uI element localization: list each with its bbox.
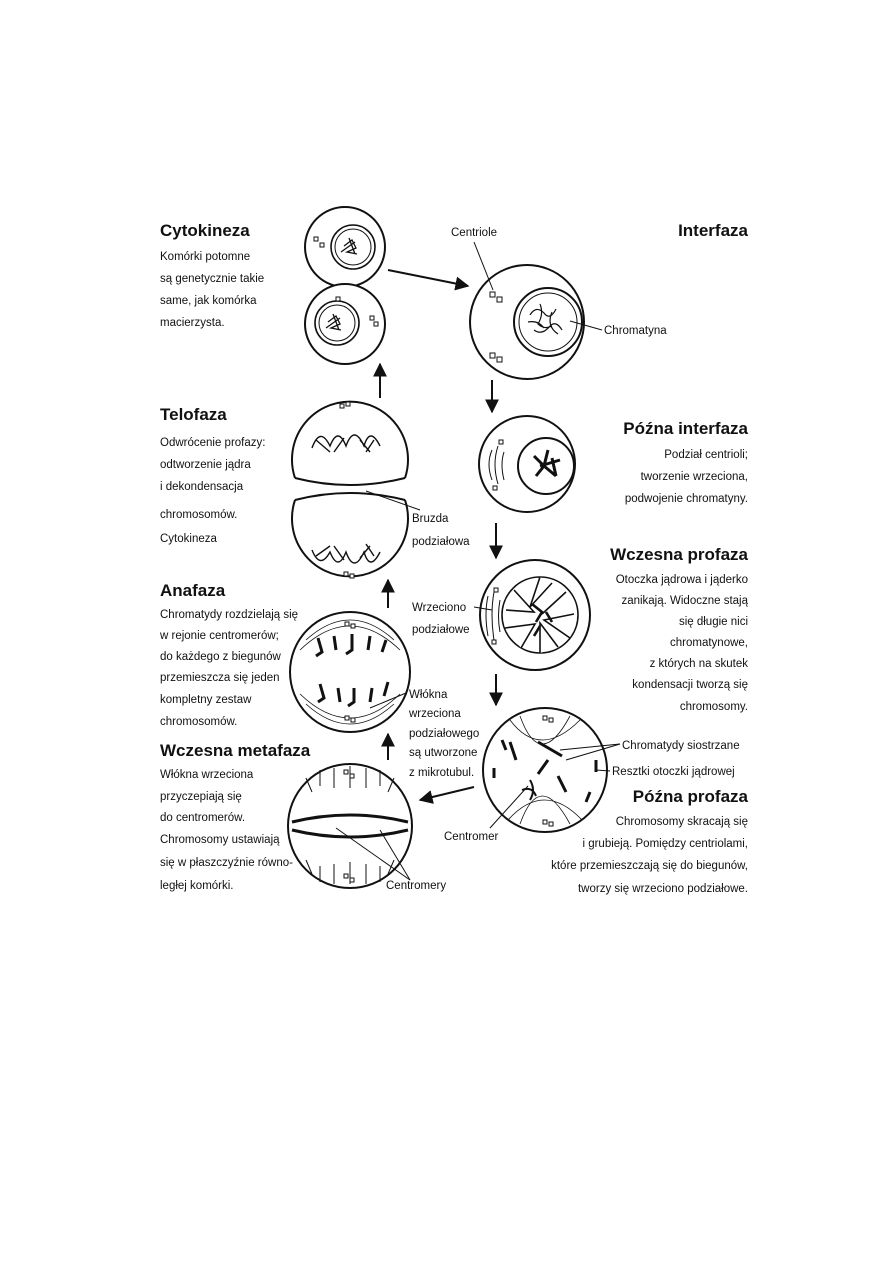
label-centriole: Centriole: [451, 227, 497, 239]
label-wrzeciono-1: Wrzeciono: [412, 602, 466, 614]
label-chromatydy: Chromatydy siostrzane: [622, 740, 740, 752]
wczesna-metafaza-title: Wczesna metafaza: [160, 741, 311, 760]
wczesna-metafaza-line-4: Chromosomy ustawiają: [160, 834, 280, 846]
label-bruzda-1: Bruzda: [412, 513, 449, 525]
telofaza-line-2: odtworzenie jądra: [160, 459, 251, 471]
pozna-profaza-block: Późna profaza Chromosomy skracają się i …: [551, 787, 748, 895]
cell-late-interphase: [478, 415, 576, 513]
cytokineza-block: Cytokineza Komórki potomne są genetyczni…: [160, 221, 264, 329]
wczesna-metafaza-line-6: ległej komórki.: [160, 880, 234, 892]
pozna-profaza-title: Późna profaza: [633, 787, 749, 806]
label-chromatyna: Chromatyna: [604, 325, 667, 337]
wczesna-metafaza-line-5: się w płaszczyźnie równo-: [160, 857, 293, 869]
arrow-late-prophase-to-metaphase: [418, 786, 475, 804]
cytokineza-line-2: są genetycznie takie: [160, 273, 264, 285]
label-centromer: Centromer: [444, 831, 498, 843]
wczesna-metafaza-line-3: do centromerów.: [160, 812, 245, 824]
label-resztki: Resztki otoczki jądrowej: [612, 766, 735, 778]
pozna-interfaza-line-2: tworzenie wrzeciona,: [641, 471, 748, 483]
wczesna-metafaza-block: Wczesna metafaza Włókna wrzeciona przycz…: [160, 741, 311, 892]
cell-telophase: [291, 400, 409, 579]
interfaza-block: Interfaza: [678, 221, 748, 240]
telofaza-line-3: i dekondensacja: [160, 481, 244, 493]
anafaza-line-5: kompletny zestaw: [160, 694, 252, 706]
cell-cytokinesis-top: [304, 206, 386, 288]
cytokineza-line-4: macierzysta.: [160, 317, 225, 329]
pozna-interfaza-line-1: Podział centrioli;: [664, 449, 748, 461]
label-centromery: Centromery: [386, 880, 446, 892]
telofaza-line-1: Odwrócenie profazy:: [160, 437, 265, 449]
wczesna-profaza-line-7: chromosomy.: [680, 701, 748, 713]
telofaza-line-5: Cytokineza: [160, 533, 217, 545]
cell-cytokinesis-bottom: [304, 283, 386, 365]
cell-anaphase: [289, 611, 411, 733]
cell-interphase: [469, 264, 585, 380]
telofaza-block: Telofaza Odwrócenie profazy: odtworzenie…: [160, 405, 265, 545]
anafaza-line-2: w rejonie centromerów;: [159, 630, 279, 642]
anafaza-line-1: Chromatydy rozdzielają się: [160, 609, 298, 621]
label-wlokna-4: są utworzone: [409, 747, 477, 759]
wczesna-profaza-line-4: chromatynowe,: [670, 637, 748, 649]
telofaza-line-4: chromosomów.: [160, 509, 237, 521]
pozna-interfaza-block: Późna interfaza Podział centrioli; tworz…: [623, 419, 748, 505]
wczesna-profaza-line-6: kondensacji tworzą się: [632, 679, 748, 691]
label-wrzeciono-2: podziałowe: [412, 624, 470, 636]
anafaza-block: Anafaza Chromatydy rozdzielają się w rej…: [159, 581, 298, 728]
arrow-cytokinesis-to-interphase: [387, 269, 470, 291]
pozna-profaza-line-2: i grubieją. Pomiędzy centriolami,: [582, 838, 748, 850]
pozna-interfaza-title: Późna interfaza: [623, 419, 748, 438]
wczesna-profaza-line-2: zanikają. Widoczne stają: [621, 595, 748, 607]
pozna-interfaza-line-3: podwojenie chromatyny.: [625, 493, 748, 505]
anafaza-line-4: przemieszcza się jeden: [160, 672, 280, 684]
pozna-profaza-line-4: tworzy się wrzeciono podziałowe.: [578, 883, 748, 895]
pozna-profaza-line-1: Chromosomy skracają się: [616, 816, 748, 828]
wczesna-metafaza-line-1: Włókna wrzeciona: [160, 769, 254, 781]
callouts: Centriole Chromatyna Bruzda podziałowa W…: [335, 227, 740, 892]
cytokineza-line-1: Komórki potomne: [160, 251, 250, 263]
wczesna-profaza-line-3: się długie nici: [679, 616, 748, 628]
anafaza-title: Anafaza: [160, 581, 226, 600]
label-wlokna-1: Włókna: [409, 689, 448, 701]
wczesna-profaza-line-1: Otoczka jądrowa i jąderko: [616, 574, 748, 586]
cytokineza-line-3: same, jak komórka: [160, 295, 257, 307]
anafaza-line-3: do każdego z biegunów: [160, 651, 282, 663]
label-wlokna-5: z mikrotubul.: [409, 767, 474, 779]
interfaza-title: Interfaza: [678, 221, 748, 240]
wczesna-profaza-line-5: z których na skutek: [650, 658, 749, 670]
telofaza-title: Telofaza: [160, 405, 227, 424]
label-wlokna-2: wrzeciona: [408, 708, 461, 720]
pozna-profaza-line-3: które przemieszczają się do biegunów,: [551, 860, 748, 872]
label-bruzda-2: podziałowa: [412, 536, 470, 548]
wczesna-metafaza-line-2: przyczepiają się: [160, 791, 242, 803]
wczesna-profaza-block: Wczesna profaza Otoczka jądrowa i jąderk…: [610, 545, 749, 713]
anafaza-line-6: chromosomów.: [160, 716, 237, 728]
label-wlokna-3: podziałowego: [409, 728, 479, 740]
cell-early-prophase: [479, 559, 591, 671]
cell-late-prophase: [482, 707, 608, 833]
flow-arrows: [373, 269, 503, 804]
cytokineza-title: Cytokineza: [160, 221, 250, 240]
cell-early-metaphase: [287, 763, 413, 889]
wczesna-profaza-title: Wczesna profaza: [610, 545, 748, 564]
